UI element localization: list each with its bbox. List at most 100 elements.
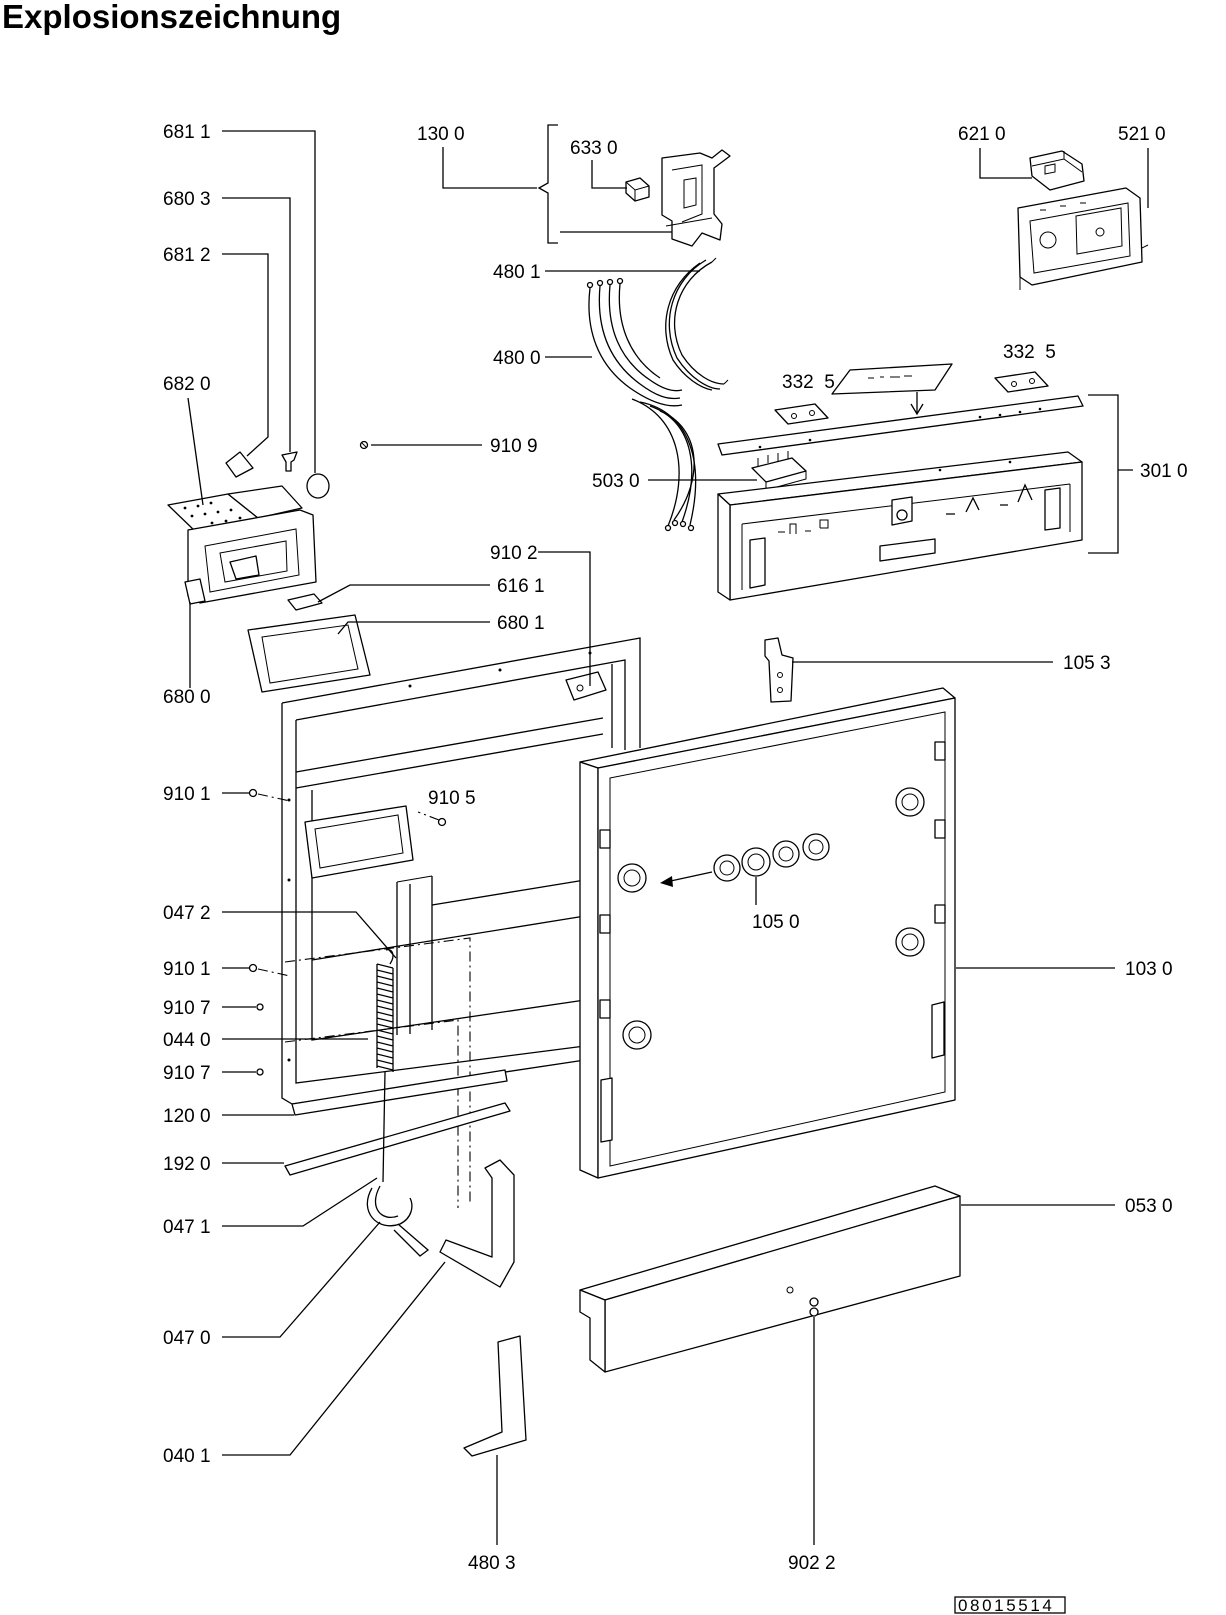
callout-680-0: 680 0 xyxy=(163,687,211,708)
part-047-1-rod xyxy=(382,1071,386,1183)
part-902-2-screw xyxy=(809,1297,819,1317)
part-480-3-foot xyxy=(463,1335,527,1457)
document-number-frame xyxy=(954,1596,1066,1614)
leader-633-0 xyxy=(591,160,627,189)
callout-910-1-a: 910 1 xyxy=(163,784,211,805)
arrow-down-icon xyxy=(910,392,924,416)
callout-681-1: 681 1 xyxy=(163,122,211,143)
callout-910-7-b: 910 7 xyxy=(163,1063,211,1084)
leader-682-0 xyxy=(187,397,204,506)
callout-680-3: 680 3 xyxy=(163,189,211,210)
leader-130-0 xyxy=(442,147,537,189)
part-105-0-bumper-set xyxy=(713,833,830,882)
part-053-0-kickplate xyxy=(579,1185,961,1373)
part-door-bumpers xyxy=(617,787,925,1050)
callout-910-7-a: 910 7 xyxy=(163,998,211,1019)
bracket-130-0 xyxy=(537,124,672,244)
part-recess xyxy=(304,805,414,879)
leader-047-1 xyxy=(222,1177,378,1227)
callout-480-0: 480 0 xyxy=(493,348,541,369)
bracket-301-0 xyxy=(1088,394,1133,554)
callout-910-1-b: 910 1 xyxy=(163,959,211,980)
callout-332-5-b: 332 5 xyxy=(1003,342,1056,363)
callout-902-2: 902 2 xyxy=(788,1553,836,1574)
part-display-plate xyxy=(831,363,953,395)
callout-105-0: 105 0 xyxy=(752,912,800,933)
part-503-0-connector xyxy=(751,451,807,491)
part-680-3-screw xyxy=(281,451,298,472)
callout-480-1: 480 1 xyxy=(493,262,541,283)
callout-621-0: 621 0 xyxy=(958,124,1006,145)
part-047-0-clamp xyxy=(366,1185,430,1257)
callout-682-0: 682 0 xyxy=(163,374,211,395)
leader-040-1 xyxy=(222,1261,446,1456)
leader-621-0 xyxy=(979,148,1032,179)
part-130-0-switch-assembly xyxy=(661,149,731,247)
leader-910-2 xyxy=(538,551,591,686)
part-503-0-wire-harness xyxy=(631,398,697,532)
part-633-0-micro-switch xyxy=(625,177,650,202)
part-910-1-screws xyxy=(248,788,258,973)
callout-047-1: 047 1 xyxy=(163,1217,211,1238)
callout-040-1: 040 1 xyxy=(163,1446,211,1467)
callout-120-0: 120 0 xyxy=(163,1106,211,1127)
part-910-5-screw xyxy=(437,817,447,827)
callout-105-3: 105 3 xyxy=(1063,653,1111,674)
part-047-1-spring-coil xyxy=(376,963,394,1072)
part-616-1-clip xyxy=(287,593,323,611)
part-521-0-control-board xyxy=(1017,187,1149,290)
page-title: Explosionszeichnung xyxy=(2,0,341,35)
part-332-5-bracket-right xyxy=(994,371,1049,393)
callout-910-2: 910 2 xyxy=(490,543,538,564)
callout-503-0: 503 0 xyxy=(592,471,640,492)
part-910-7-screws xyxy=(256,1003,264,1076)
leader-680-3 xyxy=(222,197,291,452)
callout-616-1: 616 1 xyxy=(497,576,545,597)
callout-047-2: 047 2 xyxy=(163,903,211,924)
callout-044-0: 044 0 xyxy=(163,1030,211,1051)
part-680-1-gasket xyxy=(247,614,371,693)
part-910-2-bracket xyxy=(565,671,607,701)
callout-910-9: 910 9 xyxy=(490,436,538,457)
part-105-3-bracket xyxy=(764,637,794,703)
callout-633-0: 633 0 xyxy=(570,138,618,159)
callout-103-0: 103 0 xyxy=(1125,959,1173,980)
leader-047-2 xyxy=(222,911,397,959)
callout-680-1: 680 1 xyxy=(497,613,545,634)
part-047-2-hook xyxy=(385,949,394,965)
arrow-left-icon xyxy=(660,871,713,887)
part-682-0-dispenser xyxy=(167,485,317,605)
callout-681-2: 681 2 xyxy=(163,245,211,266)
part-120-0-bottom-strip xyxy=(291,1069,508,1116)
leader-lines xyxy=(187,124,1149,1545)
callout-910-5: 910 5 xyxy=(428,788,476,809)
leader-681-2 xyxy=(222,253,269,457)
leader-681-1 xyxy=(222,130,316,473)
callout-labels: 681 1 680 3 681 2 682 0 910 9 616 1 680 … xyxy=(163,122,1188,1574)
document-number: 08015514 xyxy=(958,1596,1054,1615)
callout-301-0: 301 0 xyxy=(1140,461,1188,482)
part-192-0-rail xyxy=(284,1102,511,1176)
part-480-1-wire-harness xyxy=(665,257,729,391)
callout-047-0: 047 0 xyxy=(163,1328,211,1349)
part-301-0-control-panel xyxy=(717,451,1083,601)
part-103-0-outer-door xyxy=(579,687,956,1179)
callout-053-0: 053 0 xyxy=(1125,1196,1173,1217)
part-681-2-latch xyxy=(225,451,254,478)
part-681-1-cap xyxy=(306,473,330,499)
document-number-box: 08015514 xyxy=(954,1596,1066,1615)
part-332-5-bracket-left xyxy=(774,403,829,425)
part-910-9-screw xyxy=(359,440,369,450)
callout-480-3: 480 3 xyxy=(468,1553,516,1574)
part-480-0-wire-harness xyxy=(586,277,683,407)
callout-130-0: 130 0 xyxy=(417,124,465,145)
leader-680-1 xyxy=(337,621,490,635)
callout-192-0: 192 0 xyxy=(163,1154,211,1175)
part-301-0-strip xyxy=(717,395,1084,456)
leader-616-1 xyxy=(317,584,490,603)
callout-332-5-a: 332 5 xyxy=(782,372,835,393)
leader-047-0 xyxy=(222,1221,381,1338)
part-040-1-bracket xyxy=(439,1159,515,1288)
callout-521-0: 521 0 xyxy=(1118,124,1166,145)
